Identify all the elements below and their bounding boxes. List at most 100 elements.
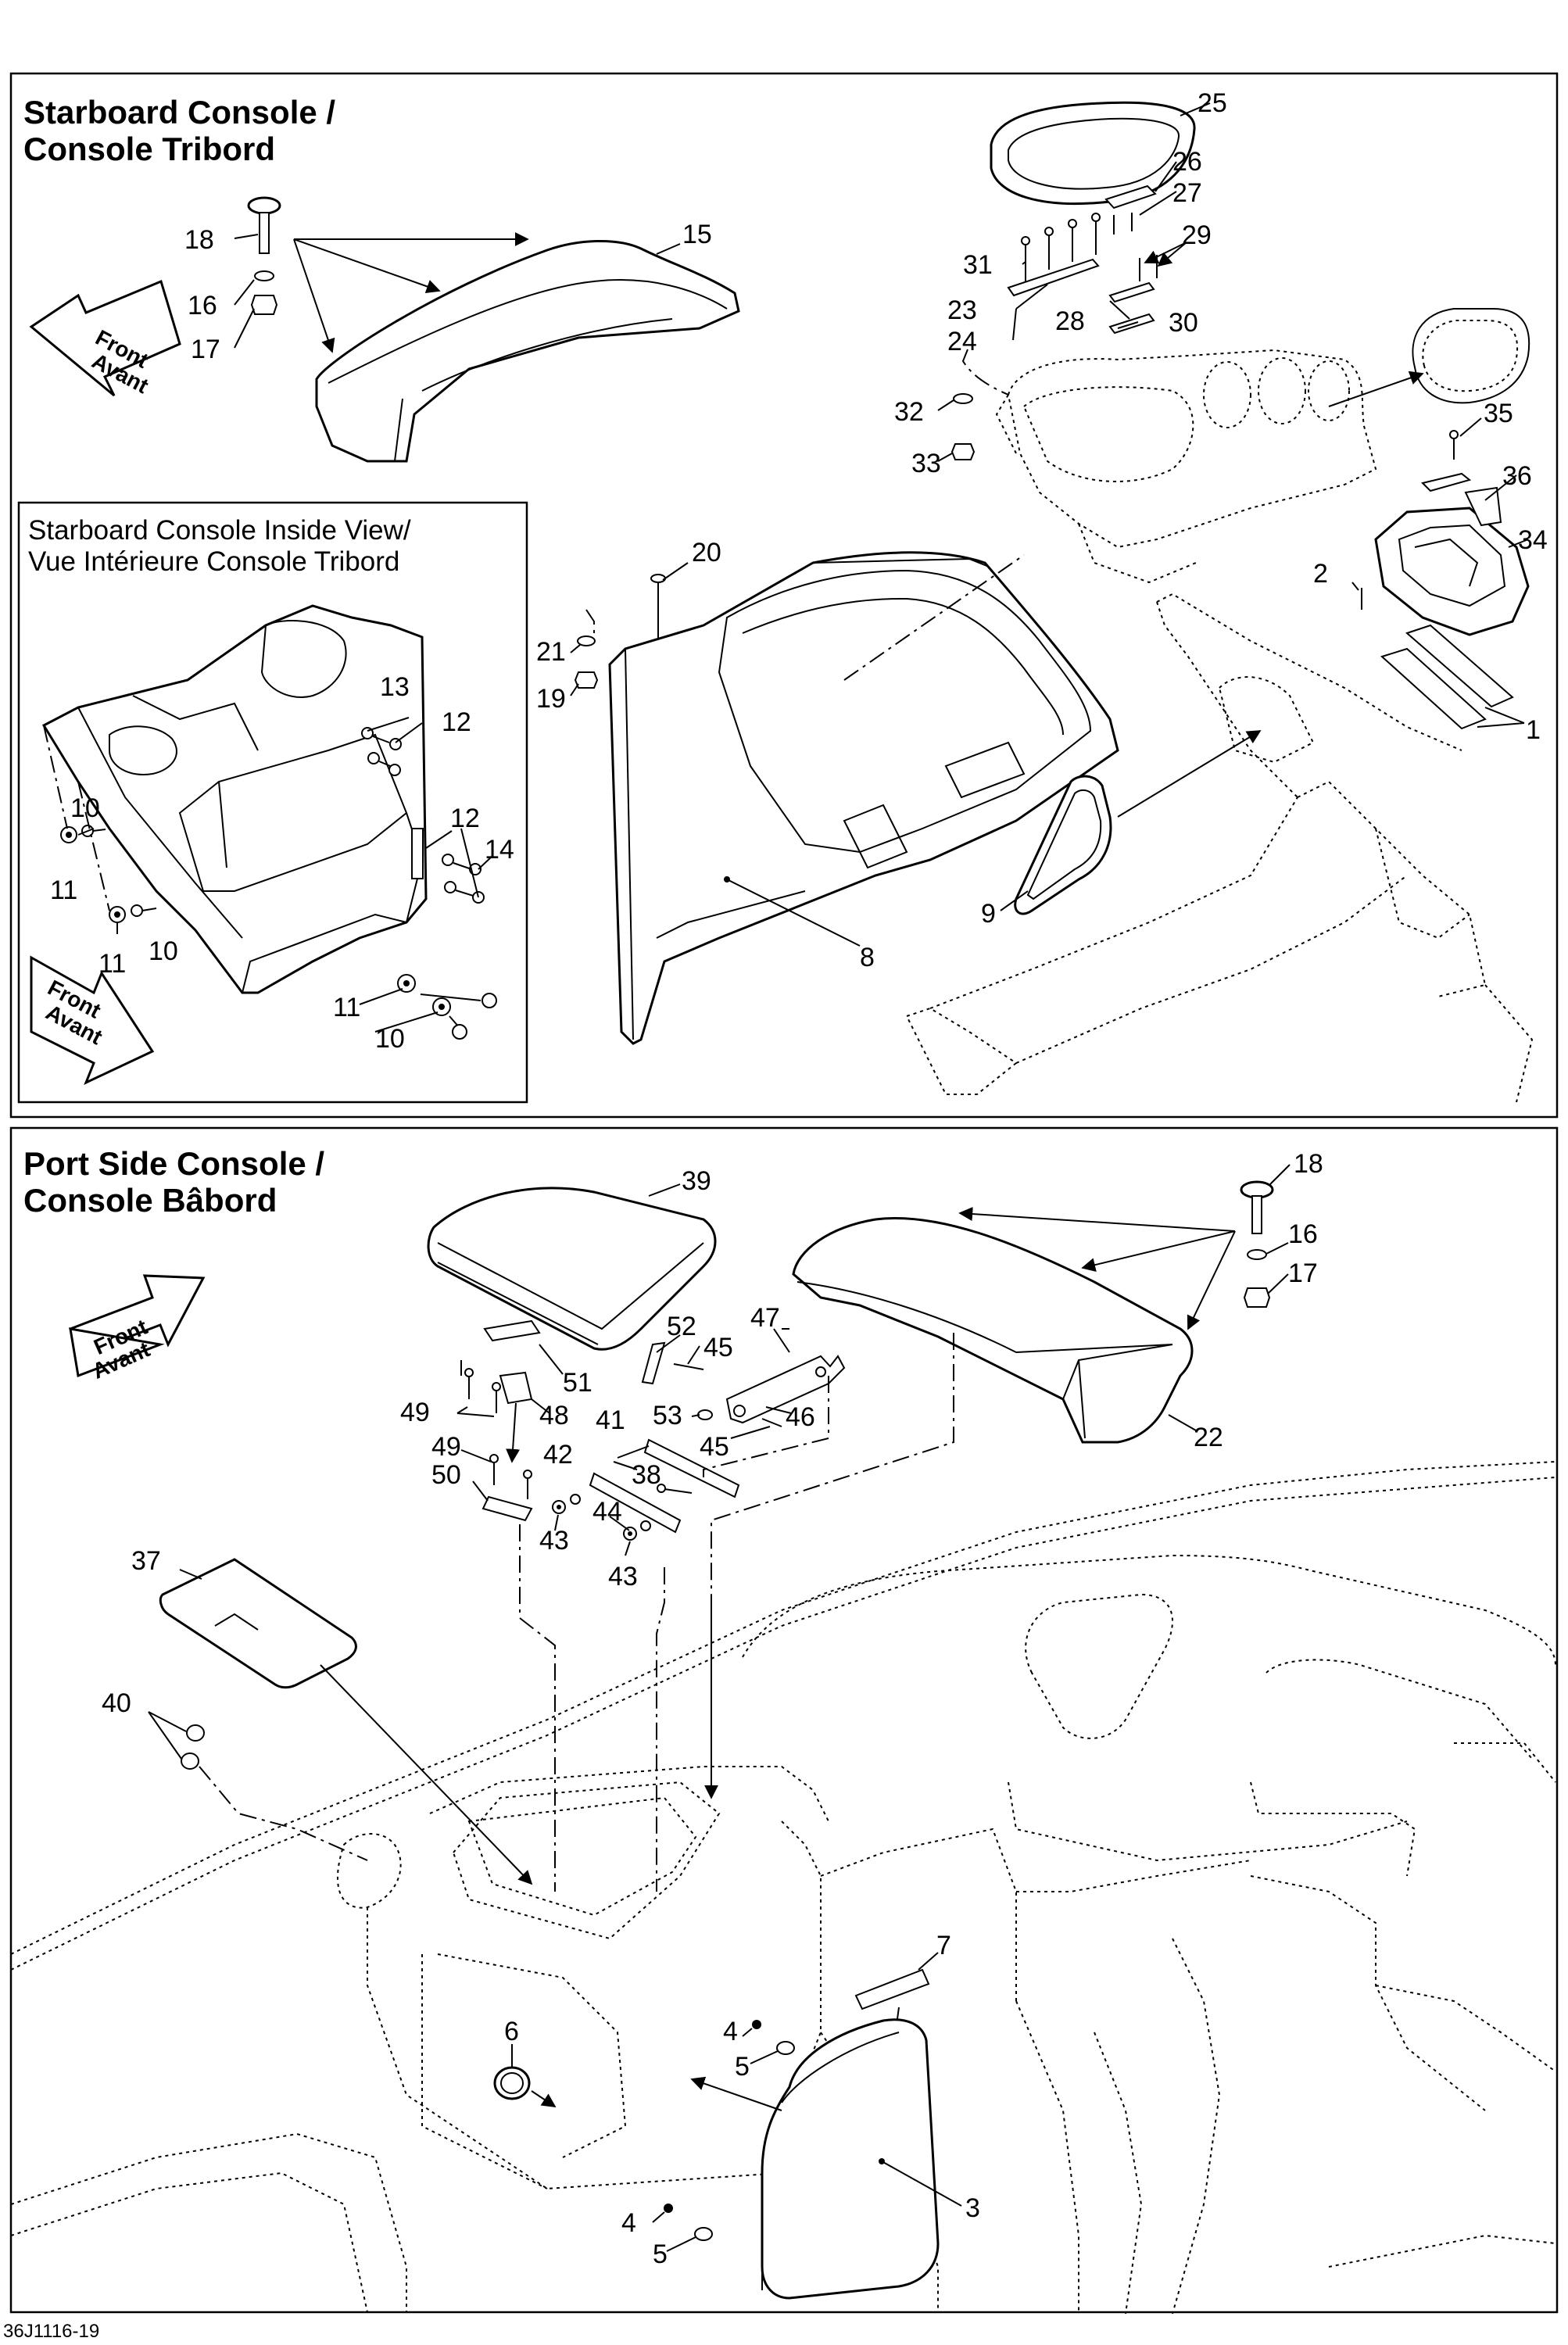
- front-arrow-starboard: Front Avant: [29, 279, 181, 398]
- callout-10-inside-upper: 10: [70, 793, 100, 823]
- callout-52: 52: [667, 1312, 696, 1341]
- callout-20: 20: [692, 538, 721, 567]
- callout-29: 29: [1182, 220, 1212, 250]
- callout-17-port: 17: [1288, 1258, 1318, 1288]
- callout-47: 47: [750, 1303, 780, 1333]
- washer-53: [697, 1409, 713, 1420]
- callout-41: 41: [596, 1405, 625, 1435]
- nut-17-starboard: [250, 295, 278, 315]
- callout-44: 44: [592, 1497, 622, 1527]
- callout-5-upper: 5: [735, 2052, 750, 2082]
- gasket-panel: [1412, 308, 1530, 404]
- callout-28: 28: [1055, 306, 1085, 336]
- callout-4-lower: 4: [621, 2208, 636, 2238]
- bracket-41: [643, 1438, 740, 1498]
- callout-49-lower: 49: [431, 1432, 461, 1462]
- callout-31: 31: [963, 250, 993, 280]
- port-hull-outline: [10, 1461, 1556, 2315]
- inside-view-hardware: [43, 725, 497, 1040]
- clips-28-30: [1108, 255, 1158, 335]
- callout-3: 3: [965, 2193, 980, 2223]
- callout-46: 46: [786, 1402, 815, 1432]
- callout-10-inside-lower: 10: [375, 1024, 405, 1054]
- washer-21: [577, 635, 596, 646]
- nut-33: [950, 443, 976, 460]
- callout-51: 51: [563, 1368, 592, 1398]
- inside-view-console: [41, 604, 428, 994]
- mat-37: [159, 1558, 357, 1689]
- callout-37: 37: [131, 1546, 161, 1576]
- plug-40-a: [186, 1724, 205, 1742]
- washer-16-port: [1247, 1249, 1267, 1260]
- port-title-en: Port Side Console /: [23, 1145, 324, 1182]
- callout-11-inside-lower: 11: [333, 993, 360, 1022]
- nut-19: [574, 671, 599, 689]
- callout-48: 48: [539, 1401, 569, 1430]
- callout-30: 30: [1169, 308, 1198, 338]
- callout-49-upper: 49: [400, 1398, 430, 1427]
- callout-33: 33: [911, 449, 941, 478]
- callout-7: 7: [936, 1931, 951, 1960]
- screw-47: [773, 1328, 790, 1353]
- armrest-15: [315, 240, 740, 463]
- callout-26: 26: [1172, 147, 1202, 177]
- lid-39: [427, 1187, 717, 1351]
- callout-21: 21: [536, 637, 566, 667]
- washer-32: [953, 393, 973, 404]
- callout-2: 2: [1313, 559, 1328, 589]
- callout-43-lower: 43: [608, 1562, 638, 1591]
- screw-4-lower: [664, 2204, 673, 2213]
- gasket-9: [1014, 775, 1112, 915]
- callout-11-inside-upper: 11: [50, 875, 77, 905]
- washer-5-lower: [694, 2227, 713, 2241]
- nut-17-port: [1243, 1287, 1271, 1308]
- starboard-hull-outline: [905, 593, 1534, 1103]
- starboard-title-en: Starboard Console /: [23, 94, 335, 131]
- cap-18-port: [1240, 1180, 1274, 1234]
- bracket-42: [589, 1472, 682, 1534]
- callout-14: 14: [485, 835, 514, 865]
- latch-assembly-46: [725, 1355, 846, 1424]
- callout-6: 6: [504, 2017, 519, 2046]
- callout-39: 39: [682, 1166, 711, 1196]
- callout-13: 13: [380, 672, 410, 702]
- screw-20: [650, 574, 666, 643]
- callout-5-lower: 5: [653, 2239, 668, 2269]
- callout-17-starboard: 17: [191, 335, 220, 364]
- inside-view-title-fr: Vue Intérieure Console Tribord: [28, 546, 399, 577]
- screw-set-31: [1007, 213, 1101, 297]
- callout-12-upper: 12: [442, 707, 471, 737]
- callout-16-port: 16: [1288, 1219, 1318, 1249]
- callout-4-upper: 4: [723, 2017, 738, 2046]
- callout-43-left: 43: [539, 1526, 569, 1556]
- side-panel-3: [761, 2018, 940, 2300]
- latch-35-36: [1421, 430, 1502, 527]
- callout-38: 38: [632, 1460, 661, 1490]
- starboard-title-fr: Console Tribord: [23, 131, 275, 167]
- washer-16-starboard: [254, 270, 274, 281]
- dashboard-housing: [995, 349, 1377, 584]
- callout-36: 36: [1502, 461, 1532, 491]
- callout-19: 19: [536, 684, 566, 714]
- callout-53: 53: [653, 1401, 682, 1430]
- front-arrow-port: Front Avant: [69, 1274, 206, 1384]
- callout-32: 32: [894, 397, 924, 427]
- strap-52: [641, 1341, 666, 1385]
- plug-40-b: [181, 1752, 199, 1770]
- callout-18-port: 18: [1294, 1149, 1323, 1179]
- callout-34: 34: [1518, 525, 1548, 555]
- hinge-51: [483, 1319, 541, 1342]
- drain-plug-6: [493, 2066, 531, 2100]
- nuts-43-washers-44: [552, 1494, 651, 1541]
- starboard-console-8: [608, 551, 1119, 1045]
- callout-11-inside-middle: 11: [98, 949, 126, 979]
- bracket-26-27: [1104, 184, 1157, 234]
- armrest-22: [792, 1216, 1194, 1444]
- washer-5-upper: [776, 2041, 795, 2055]
- screws-38: [657, 1484, 693, 1494]
- callout-18-starboard: 18: [184, 225, 214, 255]
- port-title-fr: Console Bâbord: [23, 1182, 277, 1219]
- screws-49: [464, 1368, 532, 1499]
- callout-24: 24: [947, 327, 977, 356]
